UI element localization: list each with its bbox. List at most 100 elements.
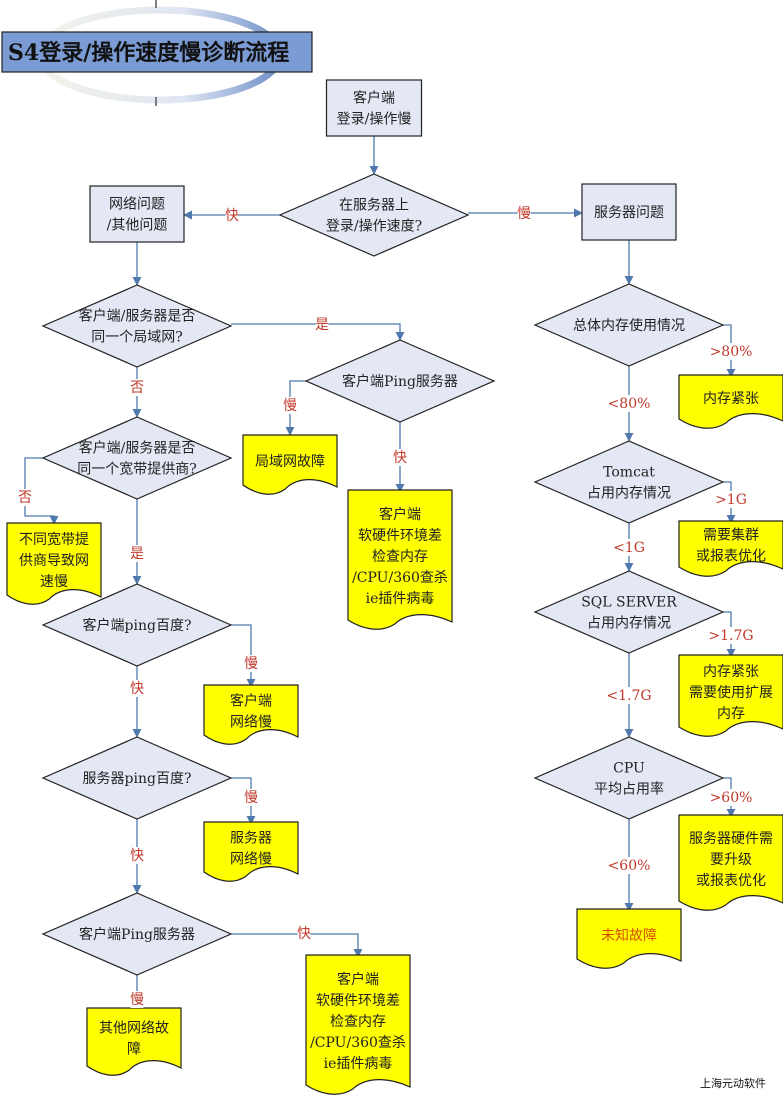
edge-label-bg xyxy=(130,847,144,864)
node-text-line: 客户端Ping服务器 xyxy=(79,926,195,943)
edge-label-bg xyxy=(715,491,747,508)
nodes: 客户端登录/操作慢在服务器上登录/操作速度?网络问题/其他问题服务器问题客户端/… xyxy=(6,79,783,1095)
node-text-line: 或报表优化 xyxy=(696,549,766,565)
node-network-issue: 网络问题/其他问题 xyxy=(89,185,185,243)
edge-labels: 快慢是否慢快否是慢快慢快快慢>80%<80%>1G<1G>1.7G<1.7G>6… xyxy=(18,205,756,1008)
node-text-line: 客户端ping百度? xyxy=(83,617,192,634)
document-shape xyxy=(678,814,783,911)
node-text-line: 要升级 xyxy=(710,852,752,868)
edge-label-bg xyxy=(130,680,144,697)
node-d-total-mem: 总体内存使用情况 xyxy=(533,283,725,367)
document-shape xyxy=(203,684,299,745)
edge-label-bg xyxy=(517,205,531,222)
decision-diamond xyxy=(41,736,233,820)
edge-label-cpu-lt60: <60% xyxy=(608,858,651,874)
node-text-line: 客户端 xyxy=(379,506,421,523)
decision-diamond xyxy=(533,283,725,367)
node-text-line: ie插件病毒 xyxy=(366,591,435,607)
node-text-line: 其他网络故 xyxy=(99,1021,169,1037)
node-d-ping-server-lan: 客户端Ping服务器 xyxy=(304,339,496,423)
process-box xyxy=(581,183,677,241)
edge-label-slow: 慢 xyxy=(517,205,531,222)
node-text-line: /CPU/360查杀 xyxy=(310,1035,406,1051)
edge-label-bg xyxy=(18,489,32,506)
edge-label-bg xyxy=(711,343,751,360)
document-shape xyxy=(347,489,453,630)
document-shape xyxy=(86,1007,182,1076)
edge-label-bg xyxy=(244,789,258,806)
edge-label-no: 否 xyxy=(18,490,32,506)
node-text-line: ie插件病毒 xyxy=(324,1056,393,1072)
node-text-line: /其他问题 xyxy=(107,218,168,234)
edge-label-bg xyxy=(283,397,297,414)
document-shape xyxy=(678,520,783,577)
node-text-line: 占用内存情况 xyxy=(587,486,671,502)
document-shape xyxy=(6,522,102,605)
node-mem-tight: 内存紧张 xyxy=(678,374,783,429)
edge-label-bg xyxy=(613,539,645,556)
node-text-line: 同一个局域网? xyxy=(91,330,183,346)
edge-label-slow: 慢 xyxy=(244,789,258,806)
node-text-line: 内存紧张 xyxy=(703,391,759,407)
decision-diamond xyxy=(278,173,470,257)
process-box xyxy=(325,79,423,137)
node-text-line: 不同宽带提 xyxy=(19,531,89,548)
edge-label-slow: 慢 xyxy=(283,397,297,414)
node-text-line: 服务器问题 xyxy=(594,205,664,221)
edge-label-bg xyxy=(711,789,751,806)
node-text-line: 网络慢 xyxy=(230,851,272,868)
node-d-client-ping-server: 客户端Ping服务器 xyxy=(41,892,233,976)
node-text-line: 客户端 xyxy=(230,693,272,710)
node-text-line: 同一个宽带提供商? xyxy=(77,461,197,478)
edge-cps-fast-to-env2 xyxy=(231,933,363,958)
edge-serverping-slow xyxy=(231,777,256,825)
page-title: S4登录/操作速度慢诊断流程 xyxy=(8,40,289,66)
edge-label-bg xyxy=(706,627,756,644)
node-text-line: 客户端 xyxy=(337,971,379,988)
node-text-line: 占用内存情况 xyxy=(587,616,671,632)
edge-label-sql-gt17: >1.7G xyxy=(708,628,753,644)
edge-label-bg xyxy=(315,316,329,333)
node-text-line: 网络慢 xyxy=(230,714,272,731)
edge-label-bg xyxy=(393,449,407,466)
edge-label-fast: 快 xyxy=(130,681,144,697)
edge-label-bg xyxy=(297,925,311,942)
node-server-issue: 服务器问题 xyxy=(581,183,677,241)
edge-isp-no-to-diffisp xyxy=(24,457,59,525)
edge-label-bg xyxy=(225,207,239,224)
node-lan-fault: 局域网故障 xyxy=(242,434,338,495)
edge-label-fast: 快 xyxy=(297,926,311,942)
node-d-server-ping-baidu: 服务器ping百度? xyxy=(41,736,233,820)
decision-diamond xyxy=(533,440,725,524)
decision-diamond xyxy=(41,583,233,667)
edge-label-fast: 快 xyxy=(225,208,239,224)
node-text-line: 服务器硬件需 xyxy=(689,831,773,847)
edge-label-slow: 慢 xyxy=(130,991,144,1008)
document-shape xyxy=(678,374,783,429)
node-text-line: 登录/操作速度? xyxy=(326,219,422,235)
edge-label-bg xyxy=(130,545,144,562)
footer-brand: 上海元动软件 xyxy=(700,1076,766,1090)
edge-label-bg xyxy=(609,395,649,412)
decision-diamond xyxy=(533,736,725,820)
edge-label-bg xyxy=(130,379,144,396)
edge-label-slow: 慢 xyxy=(244,655,258,672)
node-text-line: 局域网故障 xyxy=(255,454,325,470)
node-text-line: 未知故障 xyxy=(601,927,657,944)
node-text-line: 客户端 xyxy=(353,90,395,107)
node-text-line: 客户端Ping服务器 xyxy=(342,373,458,390)
node-text-line: 检查内存 xyxy=(330,1014,386,1030)
edge-lan-yes-to-ping xyxy=(231,323,405,341)
edge-tomcat-gt1g xyxy=(723,481,736,524)
edge-label-tomcat-gt1g: >1G xyxy=(715,492,747,508)
edge-label-mem-lt80: <80% xyxy=(608,396,651,412)
edge-label-no: 否 xyxy=(130,380,144,396)
